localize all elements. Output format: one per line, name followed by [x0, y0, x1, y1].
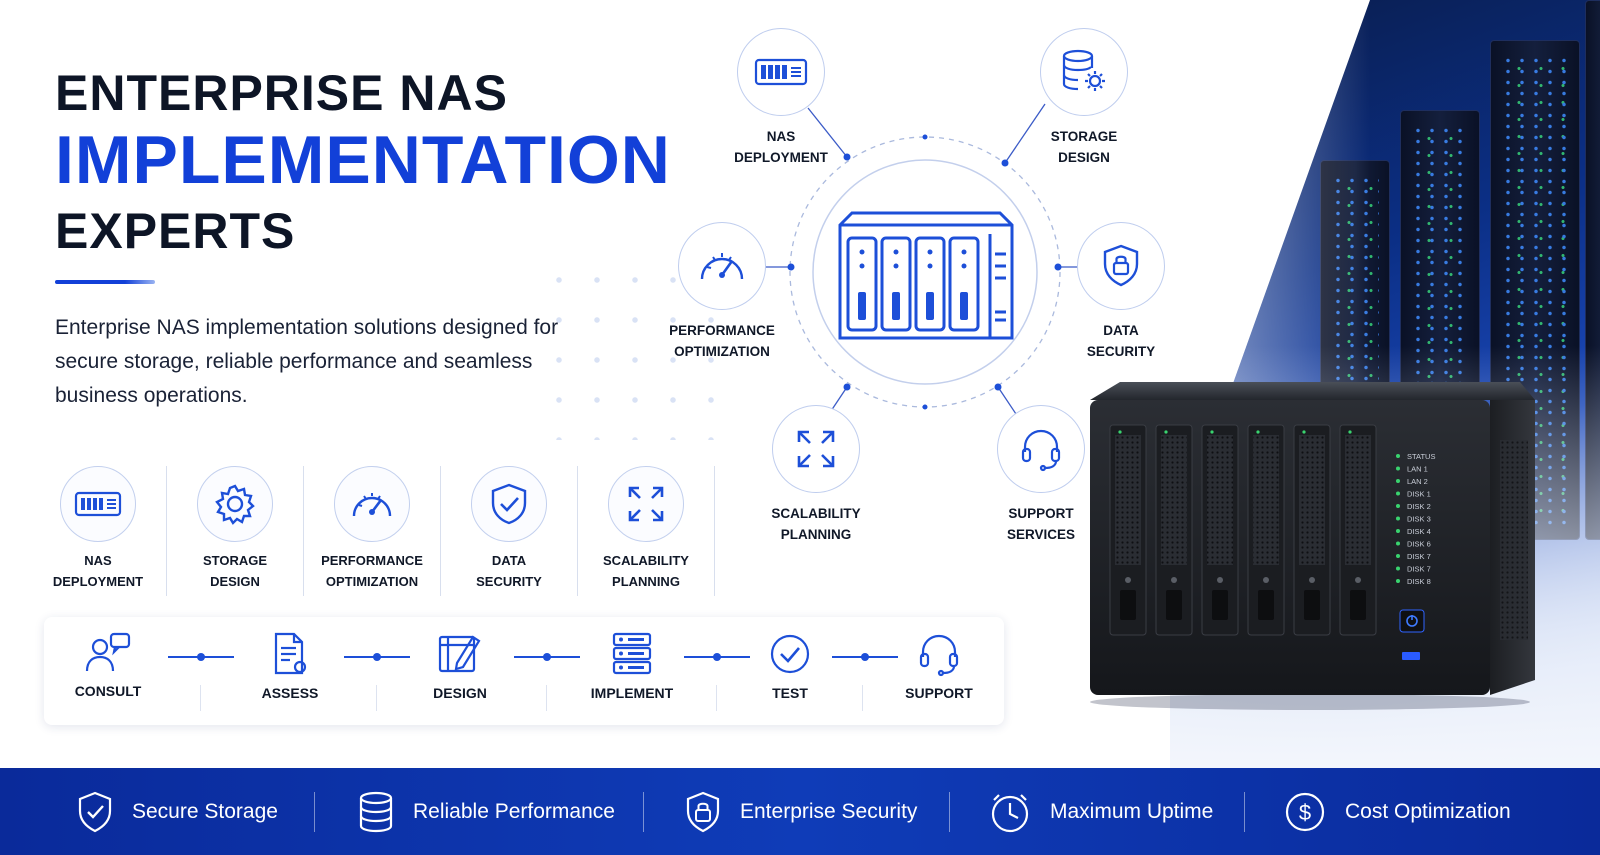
headset-icon — [919, 634, 959, 677]
process-connector — [514, 653, 580, 661]
nas-status-label: DISK 1 — [1407, 490, 1431, 499]
server-stack-icon — [612, 632, 652, 675]
process-connector — [168, 653, 234, 661]
shield-lock-icon — [686, 791, 720, 832]
process-connector — [832, 653, 898, 661]
feature-label: Reliable Performance — [413, 799, 615, 823]
feature-label: Maximum Uptime — [1050, 799, 1214, 823]
nas-status-label: LAN 1 — [1407, 465, 1428, 474]
feature-cost-optimization: $ Cost Optimization — [1245, 768, 1585, 855]
nas-status-label: LAN 2 — [1407, 477, 1428, 486]
speedometer-icon — [700, 253, 744, 280]
process-strip: CONSULT ASSESS DESIGN — [44, 617, 1004, 725]
process-step-label: CONSULT — [74, 683, 142, 699]
process-step-label: IMPLEMENT — [590, 685, 674, 701]
process-step-label: TEST — [772, 685, 808, 701]
nas-status-label: DISK 2 — [1407, 502, 1431, 511]
database-gear-icon — [1062, 49, 1105, 91]
feature-banner: Secure Storage Reliable Performance Ente… — [0, 768, 1600, 855]
feature-enterprise-security: Enterprise Security — [644, 768, 949, 855]
nas-status-label: DISK 6 — [1407, 540, 1431, 549]
shield-check-icon — [491, 483, 527, 525]
lead-paragraph: Enterprise NAS implementation solutions … — [55, 316, 559, 407]
nas-server-icon — [754, 58, 808, 86]
headset-icon — [1021, 429, 1061, 472]
svg-text:$: $ — [1299, 800, 1311, 825]
shield-check-icon — [78, 791, 112, 832]
usb-port — [1402, 652, 1420, 660]
nas-status-label: DISK 4 — [1407, 527, 1431, 536]
headline: ENTERPRISE NAS IMPLEMENTATION EXPERTS — [55, 64, 671, 264]
nas-server-icon — [74, 491, 122, 517]
clock-icon — [991, 793, 1029, 832]
dollar-circle-icon: $ — [1285, 792, 1325, 831]
process-step-consult: CONSULT — [48, 631, 168, 699]
headline-line-1: ENTERPRISE NAS — [55, 65, 508, 121]
nas-status-panel: STATUS LAN 1 LAN 2 DISK 1 DISK 2 DISK 3 … — [1396, 452, 1435, 660]
feature-reliable-performance: Reliable Performance — [315, 768, 643, 855]
user-chat-icon — [85, 632, 131, 672]
process-step-design: DESIGN — [400, 631, 520, 701]
headline-line-2: IMPLEMENTATION — [55, 122, 671, 198]
headline-underline — [55, 280, 155, 284]
hub-diagram — [765, 103, 1085, 421]
process-step-test: TEST — [730, 631, 850, 701]
process-step-label: DESIGN — [433, 685, 487, 701]
speedometer-icon — [352, 493, 392, 517]
power-button — [1399, 609, 1425, 633]
nas-status-label: DISK 7 — [1407, 565, 1431, 574]
nas-enclosure-icon — [838, 211, 1014, 340]
database-icon — [359, 791, 393, 832]
feature-maximum-uptime: Maximum Uptime — [950, 768, 1244, 855]
feature-label: Cost Optimization — [1345, 799, 1511, 823]
feature-secure-storage: Secure Storage — [0, 768, 314, 855]
process-connector — [684, 653, 750, 661]
nas-status-label: STATUS — [1407, 452, 1435, 461]
expand-arrows-icon — [628, 486, 664, 522]
headline-line-3: EXPERTS — [55, 203, 296, 259]
nas-status-label: DISK 8 — [1407, 577, 1431, 586]
expand-arrows-icon — [797, 430, 835, 468]
shield-lock-icon — [1103, 244, 1139, 287]
nas-status-label: DISK 3 — [1407, 515, 1431, 524]
process-connector — [344, 653, 410, 661]
process-step-support: SUPPORT — [879, 631, 999, 701]
document-icon — [274, 632, 307, 675]
process-step-assess: ASSESS — [230, 631, 350, 701]
process-step-label: ASSESS — [261, 685, 319, 701]
feature-label: Secure Storage — [132, 799, 278, 823]
blueprint-pencil-icon — [438, 635, 481, 673]
feature-label: Enterprise Security — [740, 799, 918, 823]
check-circle-icon — [770, 634, 810, 674]
gear-icon — [215, 484, 255, 525]
nas-device-illustration: STATUS LAN 1 LAN 2 DISK 1 DISK 2 DISK 3 … — [1090, 382, 1535, 710]
nas-status-label: DISK 7 — [1407, 552, 1431, 561]
process-step-label: SUPPORT — [905, 685, 973, 701]
process-step-implement: IMPLEMENT — [572, 631, 692, 701]
